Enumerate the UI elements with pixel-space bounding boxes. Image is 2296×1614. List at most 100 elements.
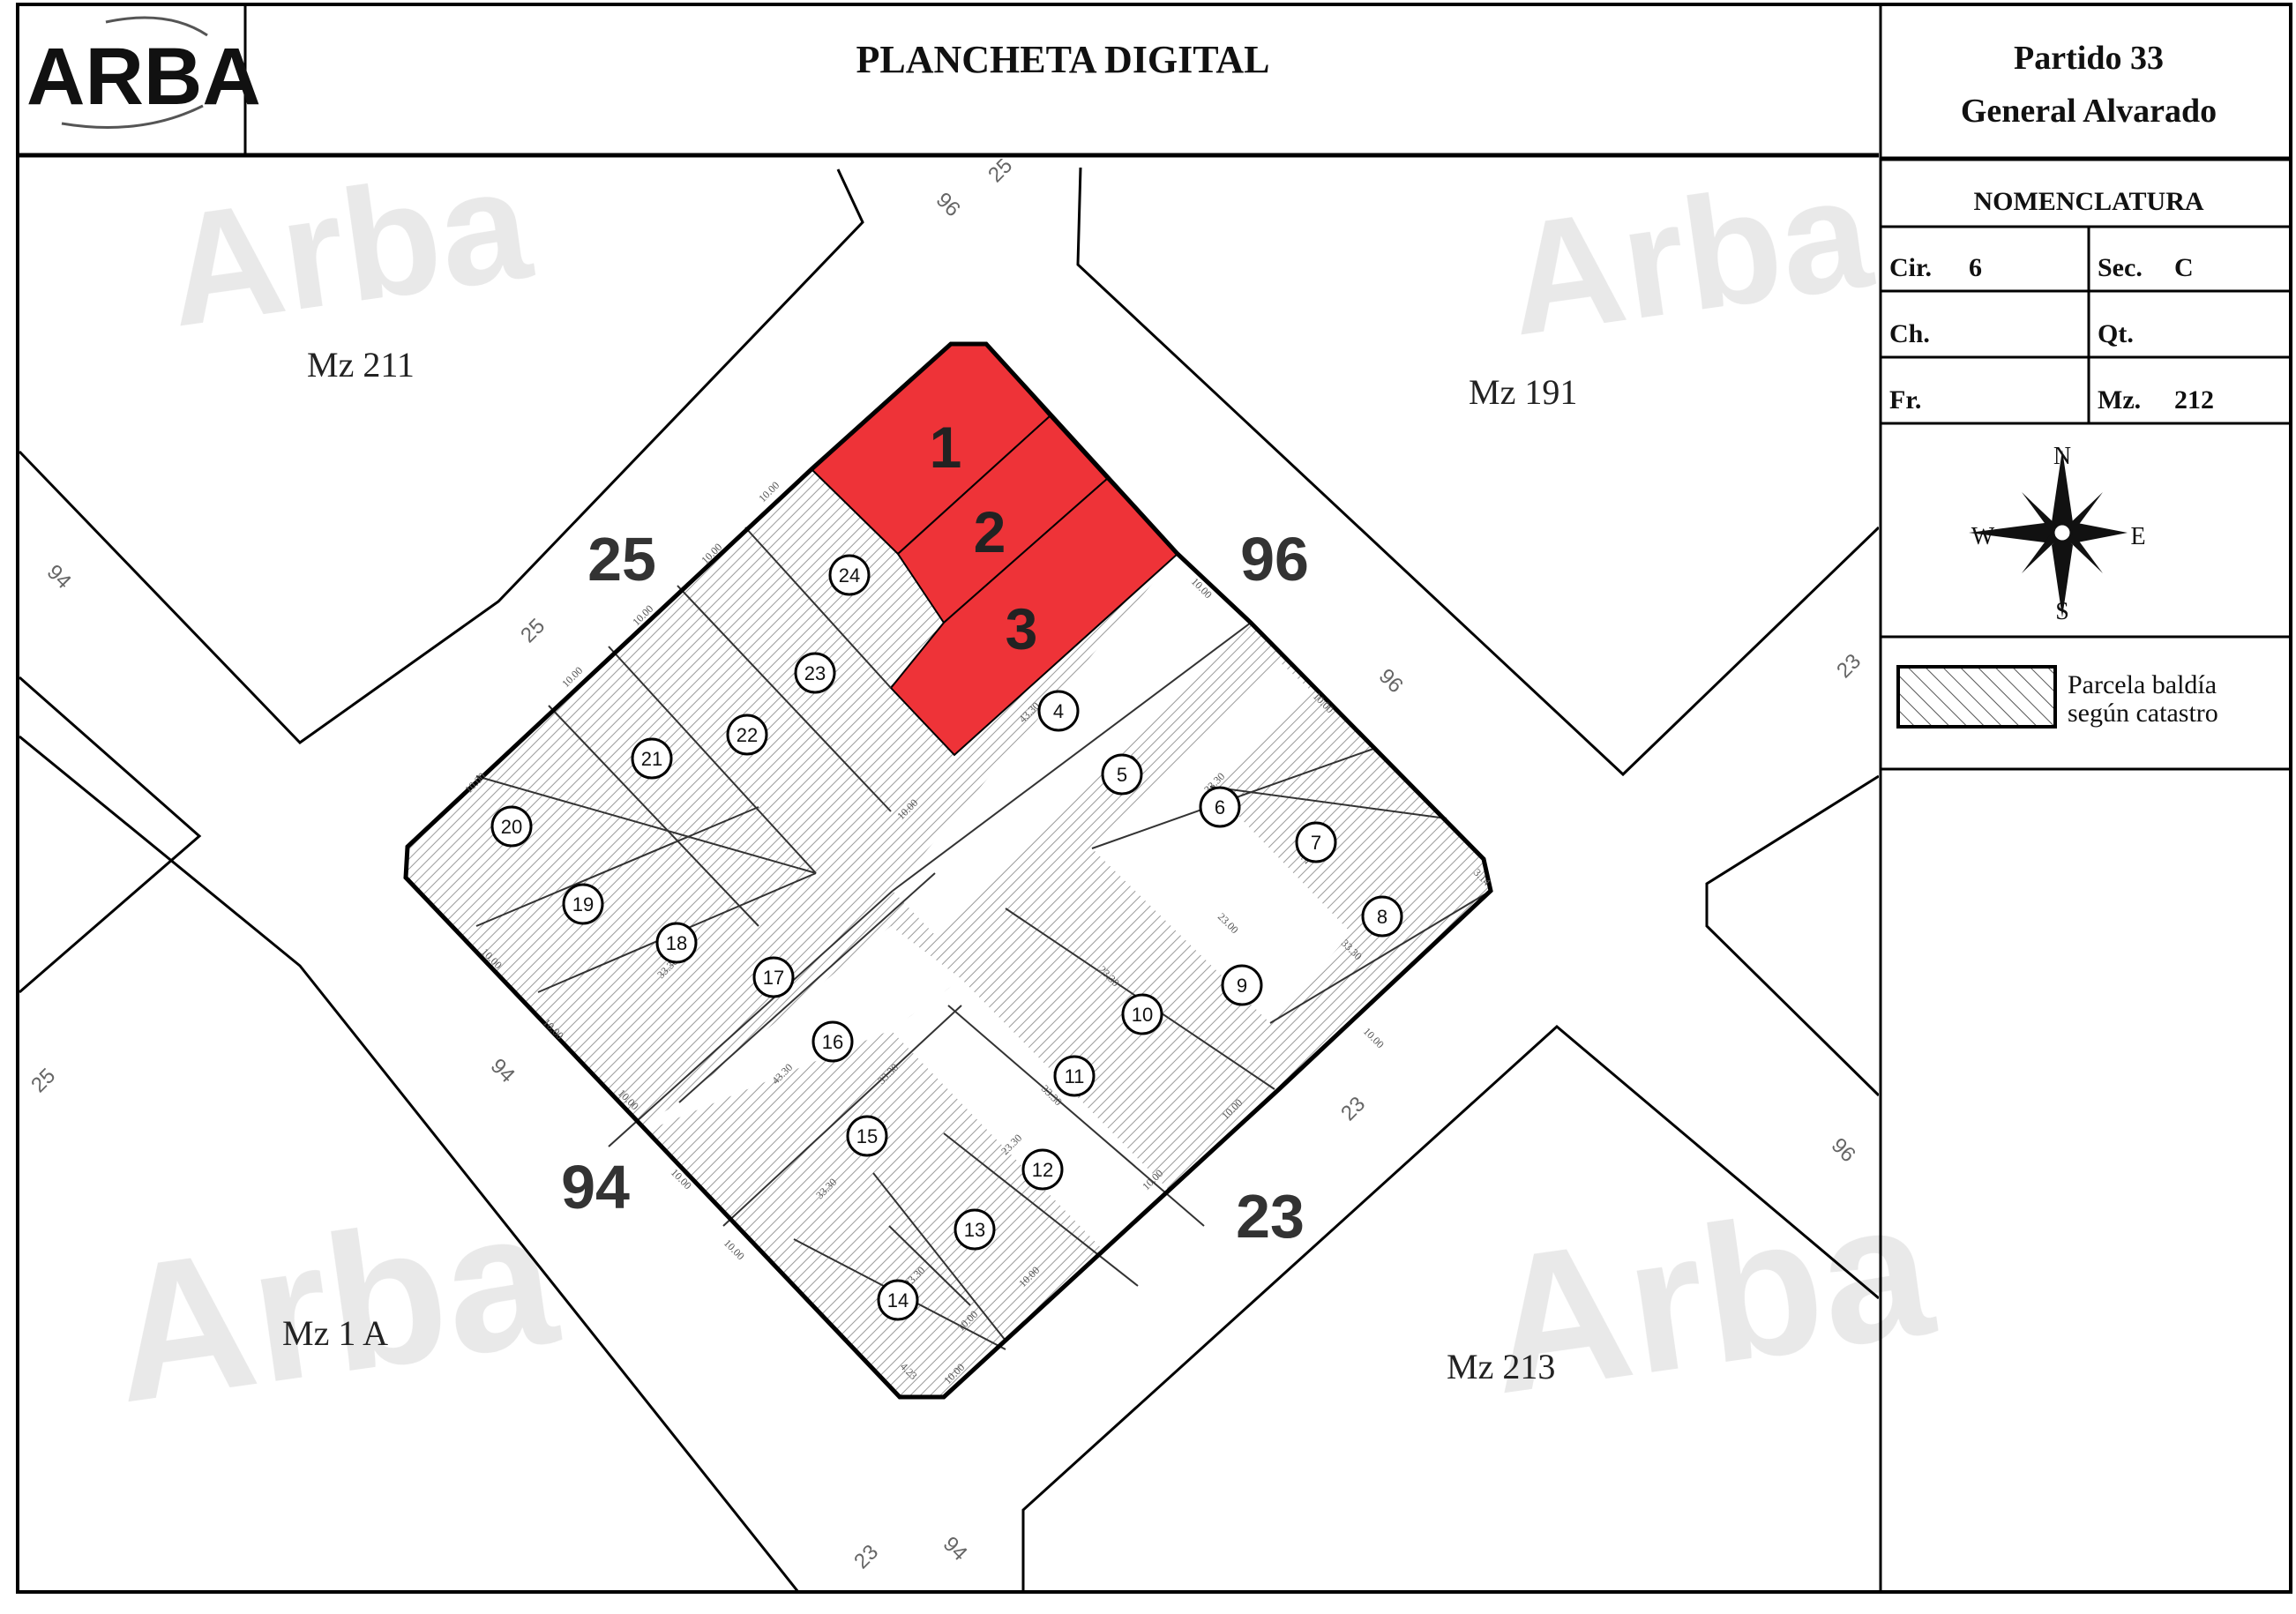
street-edges <box>19 167 1879 1592</box>
parcel-5-marker: 5 <box>1101 753 1143 796</box>
svg-text:11: 11 <box>1065 1065 1085 1087</box>
street-label: 25 <box>983 153 1017 187</box>
parcel-16-area <box>609 926 961 1147</box>
svg-text:6: 6 <box>1215 796 1225 818</box>
svg-text:19: 19 <box>572 893 594 915</box>
block-mz-1a-edge <box>19 735 800 1592</box>
parcel-19-marker: 19 <box>562 883 604 925</box>
svg-text:13: 13 <box>964 1219 985 1241</box>
svg-text:10.00: 10.00 <box>722 1237 747 1262</box>
legend-swatch <box>1896 665 2057 729</box>
watermark-text: Arba <box>1497 143 1881 369</box>
block-label-mz-1a: Mz 1 A <box>282 1313 388 1353</box>
info-panel: Partido 33 General Alvarado NOMENCLATURA… <box>1881 40 2291 771</box>
parcel-16-marker: 16 <box>811 1020 854 1063</box>
cir-value: 6 <box>1969 253 1982 282</box>
parcel-12-marker: 12 <box>1021 1148 1064 1191</box>
street-25-label: 25 <box>587 525 656 594</box>
qt-label: Qt. <box>2098 319 2134 348</box>
parcel-4-area <box>893 554 1251 935</box>
svg-text:5: 5 <box>1117 764 1127 786</box>
page-title: PLANCHETA DIGITAL <box>856 38 1269 81</box>
cir-label: Cir. <box>1889 253 1932 282</box>
parcel-markers: 4 5 6 7 8 9 10 11 12 13 14 15 16 17 18 1… <box>490 554 1403 1321</box>
compass-rose-icon: N S W E <box>1969 443 2146 625</box>
ch-label: Ch. <box>1889 319 1930 348</box>
fr-label: Fr. <box>1889 385 1921 415</box>
street-label: 25 <box>516 614 550 647</box>
watermark-text: Arba <box>99 1167 568 1444</box>
block-west-edge <box>19 676 202 994</box>
logo-text: ARBA <box>26 32 261 122</box>
block-outline <box>403 341 1493 1400</box>
svg-text:20: 20 <box>501 816 522 838</box>
svg-text:16: 16 <box>822 1031 843 1053</box>
svg-text:18: 18 <box>666 932 687 954</box>
svg-text:8: 8 <box>1377 906 1387 928</box>
watermark-text: Arba <box>1475 1158 1944 1435</box>
parcel-23-marker: 23 <box>794 652 836 694</box>
parcel-24-marker: 24 <box>828 554 871 596</box>
parcel-6-marker: 6 <box>1199 786 1241 828</box>
parcel-20-marker: 20 <box>490 805 533 848</box>
svg-text:24: 24 <box>839 564 860 587</box>
block-label-mz-211: Mz 211 <box>307 345 415 385</box>
block-east-edge <box>1705 774 1879 1097</box>
svg-text:21: 21 <box>641 748 662 770</box>
compass-n: N <box>2053 443 2071 470</box>
compass-e: E <box>2130 523 2145 550</box>
arba-logo: ARBA <box>26 16 261 129</box>
parcel-18-marker: 18 <box>655 922 698 964</box>
parcel-1-label: 1 <box>930 415 962 480</box>
sec-value: C <box>2174 253 2194 282</box>
watermark-text: Arba <box>156 134 541 360</box>
street-23-label: 23 <box>1236 1182 1305 1251</box>
street-label: 94 <box>486 1054 520 1087</box>
svg-text:10: 10 <box>1132 1004 1153 1026</box>
svg-text:14: 14 <box>887 1289 909 1311</box>
header: ARBA PLANCHETA DIGITAL <box>18 4 1882 1592</box>
street-96-label: 96 <box>1240 525 1309 594</box>
legend: Parcela baldía según catastro <box>1896 665 2218 729</box>
street-label: 96 <box>931 188 965 221</box>
street-94-label: 94 <box>561 1153 630 1222</box>
street-label: 25 <box>26 1064 60 1097</box>
parcel-17-marker: 17 <box>752 956 795 998</box>
compass-s: S <box>2055 598 2069 625</box>
built-parcels <box>609 554 1351 1286</box>
street-label: 94 <box>939 1532 972 1565</box>
svg-text:15: 15 <box>856 1125 878 1147</box>
svg-text:23: 23 <box>804 662 826 684</box>
parcel-21-marker: 21 <box>631 737 673 780</box>
parcel-8-marker: 8 <box>1361 895 1403 938</box>
street-label: 23 <box>1832 649 1866 683</box>
parcel-13-marker: 13 <box>954 1208 996 1251</box>
municipio-label: General Alvarado <box>1961 93 2217 130</box>
svg-text:7: 7 <box>1311 832 1321 854</box>
street-label: 96 <box>1374 664 1408 698</box>
parcel-7-marker: 7 <box>1295 821 1337 863</box>
block-mz-213-edge <box>1021 1025 1879 1592</box>
compass-w: W <box>1971 523 1995 550</box>
svg-text:9: 9 <box>1237 975 1247 997</box>
sheet-border <box>16 3 2292 1594</box>
street-label: 23 <box>1336 1092 1370 1125</box>
parcel-15-marker: 15 <box>846 1115 888 1157</box>
svg-text:4: 4 <box>1053 700 1064 722</box>
parcel-10-marker: 10 <box>1121 993 1163 1035</box>
block-label-mz-191: Mz 191 <box>1469 372 1577 412</box>
block-mz-191-edge <box>1076 167 1879 777</box>
nomenclatura-title: NOMENCLATURA <box>1973 187 2203 216</box>
parcel-2-label: 2 <box>974 499 1006 564</box>
street-labels-large: 25 96 94 23 <box>561 525 1309 1251</box>
sec-label: Sec. <box>2098 253 2143 282</box>
parcel-3-area <box>889 477 1179 757</box>
street-label: 23 <box>849 1540 883 1573</box>
parcel-22-marker: 22 <box>726 714 768 756</box>
legend-line2: según catastro <box>2068 699 2218 728</box>
street-label: 96 <box>1827 1133 1860 1167</box>
mz-value: 212 <box>2174 385 2214 415</box>
parcel-9-area <box>1092 661 1351 1023</box>
mz-label: Mz. <box>2098 385 2141 415</box>
